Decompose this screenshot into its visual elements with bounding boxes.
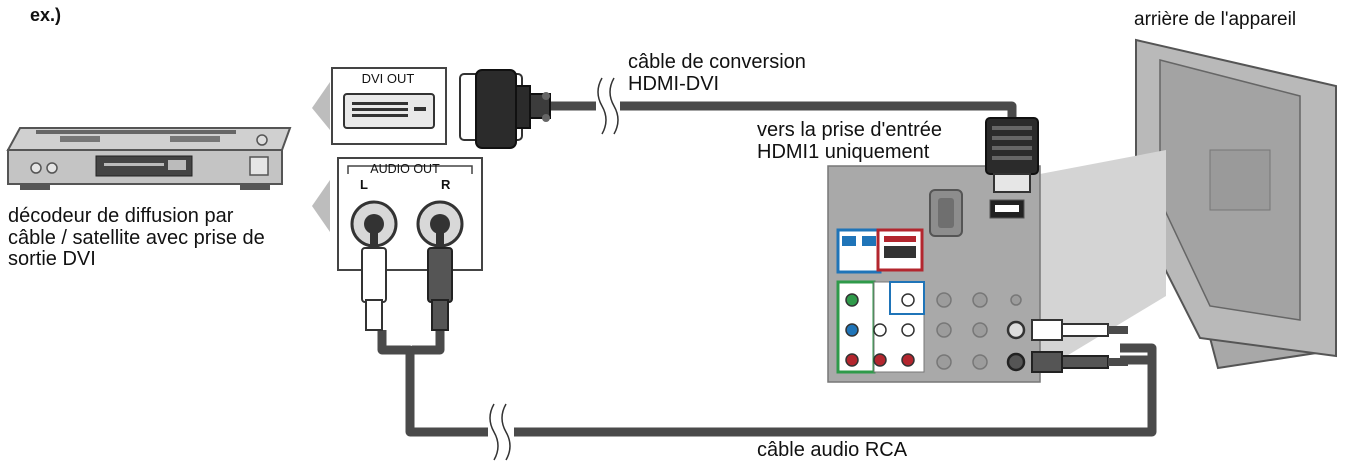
tv-input-panel: [827, 165, 1041, 383]
rca-plugs-tv-side: [1031, 319, 1128, 373]
hdmi-dvi-cable: [548, 101, 1017, 120]
decoder-line-2: câble / satellite avec prise de: [8, 226, 265, 249]
conversion-cable-label: câble de conversion HDMI-DVI: [628, 51, 806, 95]
decoder-label: décodeur de diffusion par câble / satell…: [8, 205, 265, 271]
dvi-panel-pointer: [312, 82, 330, 130]
decoder-line-1: décodeur de diffusion par: [8, 205, 234, 227]
hdmi-input-line-1: vers la prise d'entrée: [757, 119, 943, 141]
audio-right-label: R: [441, 177, 451, 192]
conversion-cable-line-1: câble de conversion: [628, 51, 806, 73]
audio-panel-pointer: [312, 180, 330, 232]
hdmi-plug: [985, 117, 1039, 193]
hdmi-input-label: vers la prise d'entrée HDMI1 uniquement: [757, 119, 943, 163]
rca-audio-cable: [377, 330, 1157, 437]
rca-cable-label: câble audio RCA: [757, 439, 908, 461]
audio-left-label: L: [360, 177, 368, 192]
audio-out-label: AUDIO OUT: [370, 162, 440, 176]
decoder-line-3: sortie DVI: [8, 248, 96, 271]
rca-cable-break: [488, 403, 514, 461]
dvi-plug: [459, 69, 551, 149]
rca-plugs-source-side: [361, 226, 453, 331]
decoder-box: [6, 127, 292, 190]
hdmi-input-line-2: HDMI1 uniquement: [757, 140, 930, 163]
device-back-label: arrière de l'appareil: [1134, 9, 1297, 30]
tv-audio-in-left-jack: [1006, 320, 1026, 340]
tv-audio-in-right-jack: [1006, 352, 1026, 372]
hdmi-cable-break: [596, 77, 620, 135]
dvi-out-label: DVI OUT: [361, 71, 415, 86]
dvi-out-panel: [331, 67, 447, 145]
zoom-wedge: [1040, 150, 1166, 372]
conversion-cable-line-2: HDMI-DVI: [628, 72, 720, 95]
example-label: ex.): [30, 5, 62, 25]
